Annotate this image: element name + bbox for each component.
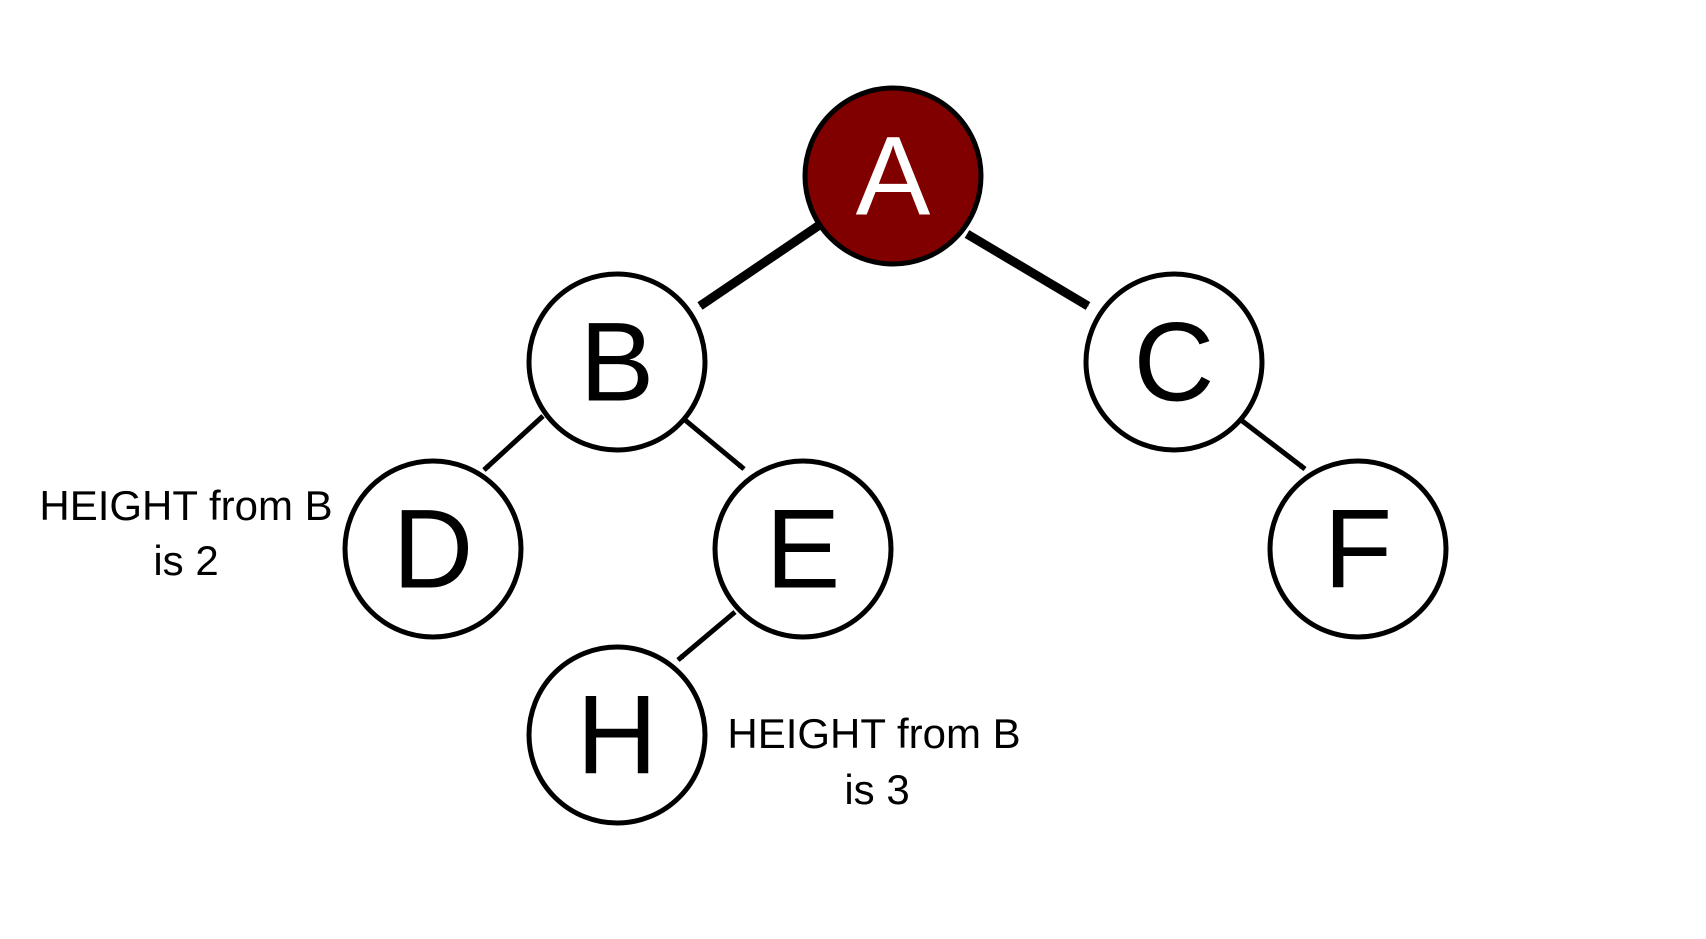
node-e: E [712, 458, 894, 640]
edge-b-e [683, 418, 746, 471]
annotation-height-h-line2: is 3 [844, 766, 909, 813]
node-c: C [1083, 271, 1265, 453]
node-a: A [802, 85, 984, 267]
edge-e-h [676, 610, 737, 662]
node-c-label: C [1134, 300, 1215, 425]
node-d-label: D [393, 487, 474, 612]
node-h: H [526, 644, 708, 826]
annotation-height-h: HEIGHT from B is 3 [727, 710, 1020, 813]
node-c-circle [1083, 271, 1265, 453]
edge-c-f [1239, 418, 1307, 471]
edge-a-c [964, 230, 1091, 310]
annotation-height-d: HEIGHT from B is 2 [39, 482, 332, 584]
node-f: F [1267, 458, 1449, 640]
node-f-label: F [1324, 487, 1392, 612]
edges [482, 222, 1307, 662]
node-f-circle [1267, 458, 1449, 640]
annotation-height-d-line2: is 2 [153, 537, 218, 584]
edge-a-b [697, 222, 821, 310]
annotation-height-h-line1: HEIGHT from B [727, 710, 1020, 757]
node-h-circle [526, 644, 708, 826]
node-b-circle [526, 271, 708, 453]
node-d: D [342, 458, 524, 640]
node-b-label: B [580, 300, 655, 425]
node-b: B [526, 271, 708, 453]
node-e-circle [712, 458, 894, 640]
edge-b-d [482, 414, 545, 472]
node-a-circle [802, 85, 984, 267]
node-d-circle [342, 458, 524, 640]
node-h-label: H [577, 673, 658, 798]
node-e-label: E [766, 487, 841, 612]
node-a-label: A [856, 114, 931, 239]
annotation-height-d-line1: HEIGHT from B [39, 482, 332, 529]
